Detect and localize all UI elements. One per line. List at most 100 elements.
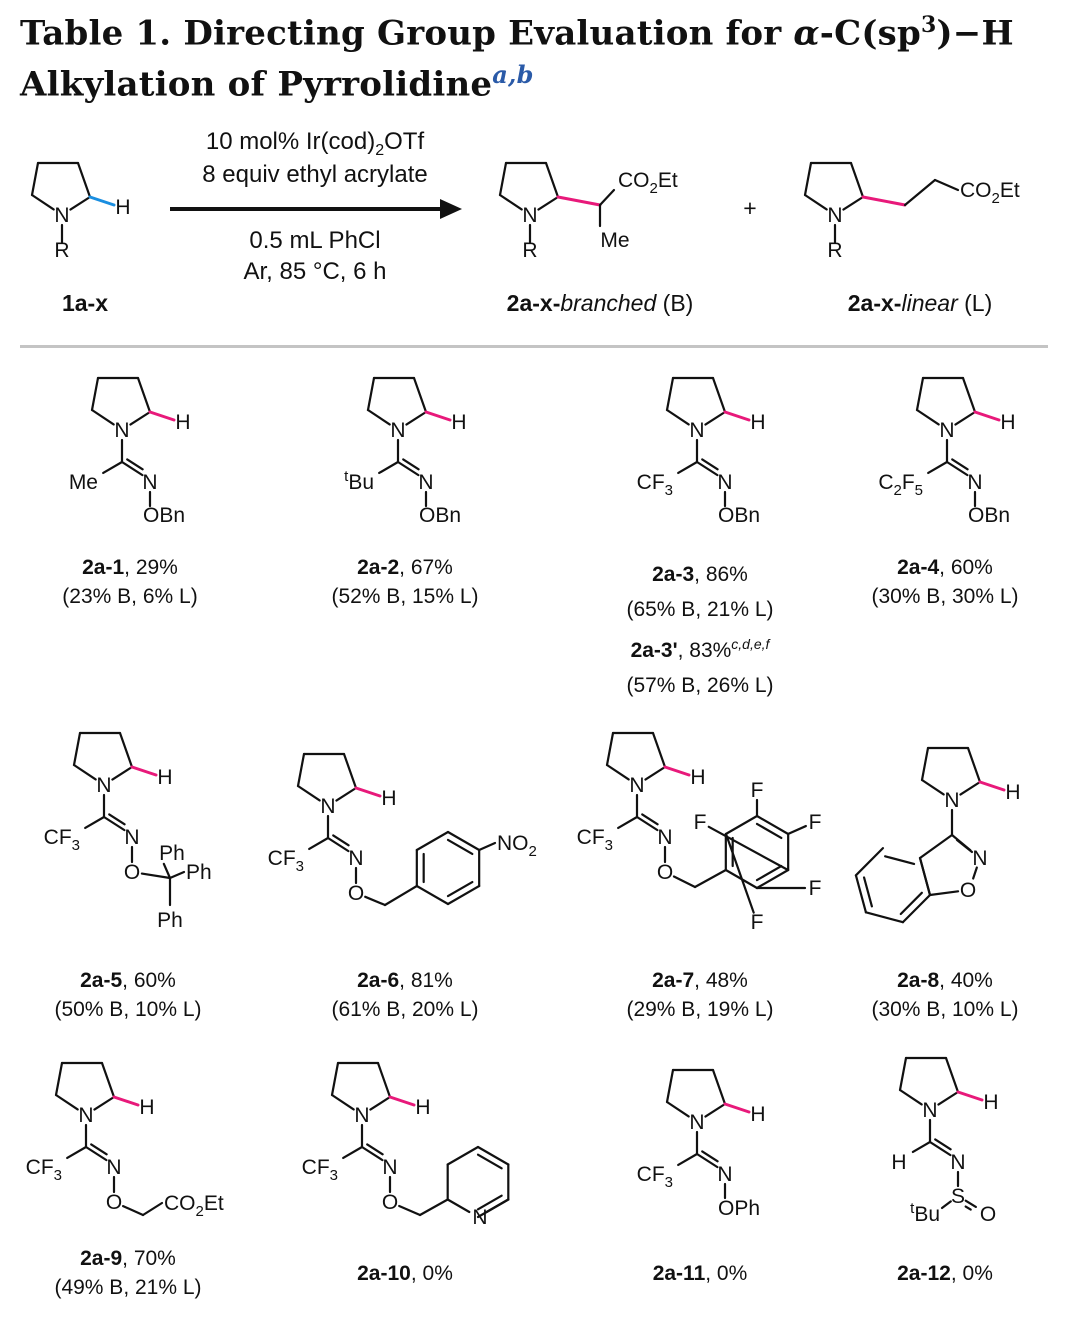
bond	[786, 824, 807, 836]
entry-yield: , 83%	[677, 639, 732, 662]
bond	[598, 188, 616, 207]
atom-label: Ph	[157, 909, 183, 932]
new-bond	[723, 410, 751, 422]
bond	[84, 815, 106, 830]
bond	[326, 836, 350, 853]
bond	[111, 765, 134, 781]
new-bond	[112, 1095, 140, 1107]
bond	[485, 1198, 510, 1214]
entry-ratio: (65% B, 21% L)	[626, 597, 774, 621]
bond	[928, 1140, 952, 1157]
atom-label: N	[522, 204, 537, 227]
atom-label: F	[809, 811, 822, 834]
atom-label: F	[751, 779, 764, 802]
bond	[446, 830, 481, 852]
condition-catalyst: 10 mol% Ir(cod)2OTf	[205, 128, 425, 159]
entry-ratio: (57% B, 26% L)	[626, 673, 774, 697]
atom-label: N	[967, 471, 982, 494]
entry-id: 2a-2	[357, 556, 400, 579]
bond	[803, 193, 828, 211]
atom-label: O	[960, 879, 976, 902]
bond	[90, 408, 115, 426]
entry-2a-2: 2a-2, 67%(52% B, 15% L)	[265, 553, 545, 611]
atom-label: CO2Et	[618, 169, 678, 197]
bond	[711, 376, 727, 414]
entry-id: 2a-9	[80, 1247, 123, 1270]
bond	[755, 864, 783, 882]
atom-label: N	[124, 826, 139, 849]
entry-id: 2a-10	[357, 1262, 411, 1285]
bond	[330, 1093, 355, 1111]
bond	[118, 731, 134, 769]
atom-label: N	[689, 1111, 704, 1134]
condition-solvent: 0.5 mL PhCl	[249, 227, 381, 254]
bond	[93, 1095, 116, 1111]
bond	[724, 832, 755, 914]
entry-yield: , 81%	[399, 969, 453, 992]
bond	[140, 872, 172, 880]
atom-label: N	[418, 471, 433, 494]
bond	[693, 868, 727, 889]
title-text: -C(sp	[819, 13, 921, 54]
bond	[415, 884, 450, 906]
entry-2a-3: 2a-3, 86%(65% B, 21% L)2a-3', 83%c,d,e,f…	[560, 558, 840, 703]
entry-id: 2a-1	[82, 556, 125, 579]
bond	[862, 876, 873, 908]
title-alpha: α	[793, 13, 820, 54]
bond	[955, 838, 974, 854]
bond	[54, 1093, 79, 1111]
atom-label: R	[522, 239, 537, 262]
bond	[644, 765, 667, 781]
title-text: Table 1. Directing Group Evaluation for	[20, 13, 794, 54]
bond	[446, 838, 474, 856]
entry-ratio: (61% B, 20% L)	[331, 998, 479, 1021]
bond	[405, 410, 428, 426]
bond	[959, 780, 982, 796]
table-title-line1: Table 1. Directing Group Evaluation for …	[20, 12, 1014, 53]
atom-label: N	[657, 826, 672, 849]
bond	[376, 1061, 392, 1099]
atom-label: H	[451, 411, 466, 434]
entry-id: 2a-3	[652, 563, 695, 586]
atom-label: N	[348, 847, 363, 870]
atom-label: OPh	[718, 1197, 760, 1220]
bond	[66, 1145, 88, 1160]
entry-2a-4: 2a-4, 60%(30% B, 30% L)	[805, 553, 1080, 611]
product-id: 2a-x-	[506, 290, 561, 316]
bond	[360, 1145, 384, 1162]
atom-label: O	[980, 1203, 996, 1226]
atom-label: N	[382, 1156, 397, 1179]
bond	[398, 1204, 422, 1217]
atom-label: N	[950, 1151, 965, 1174]
atom-label: O	[382, 1191, 398, 1214]
entry-id: 2a-12	[897, 1262, 951, 1285]
bond	[308, 836, 330, 851]
bond	[695, 1152, 719, 1169]
atom-label: N	[320, 795, 335, 818]
bond	[476, 1153, 503, 1170]
product-suffix: (L)	[957, 290, 993, 316]
entry-ratio: (29% B, 19% L)	[626, 998, 774, 1021]
bond	[898, 1088, 923, 1106]
atom-label: O	[106, 1191, 122, 1214]
bond	[366, 376, 376, 412]
entry-footnotes: c,d,e,f	[731, 636, 770, 652]
bond	[498, 193, 523, 211]
bond	[136, 376, 152, 414]
bond	[72, 731, 82, 767]
bond	[951, 458, 969, 471]
bond	[635, 815, 659, 832]
atom-label: N	[142, 471, 157, 494]
bond	[342, 752, 358, 790]
bond	[964, 1205, 972, 1211]
entry-id: 2a-4	[897, 556, 940, 579]
bond	[884, 855, 916, 866]
bond	[30, 161, 40, 197]
bond	[120, 460, 144, 477]
entry-2a-10: 2a-10, 0%	[265, 1259, 545, 1288]
bond	[933, 178, 960, 192]
bond	[102, 815, 126, 832]
bond	[849, 161, 865, 199]
reaction-arrow	[170, 207, 445, 211]
bond	[903, 178, 937, 207]
